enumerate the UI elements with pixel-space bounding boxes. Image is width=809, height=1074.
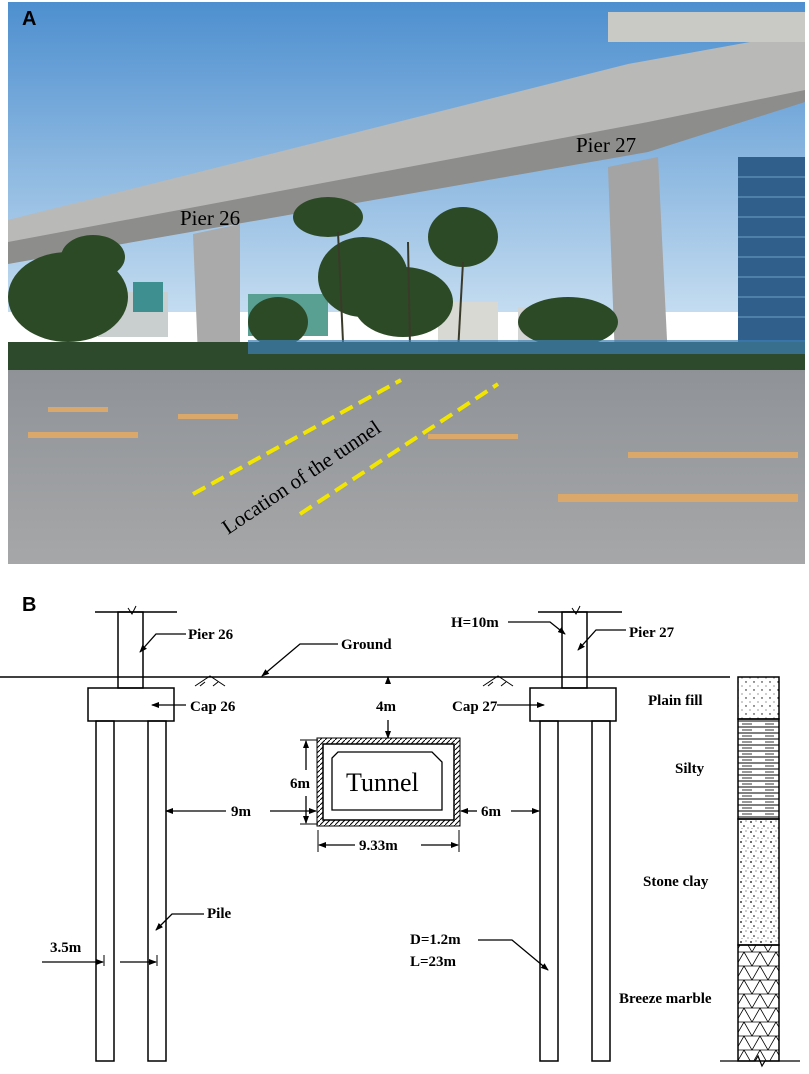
soil-silty [737,718,780,820]
tunnel-label: Tunnel [346,768,419,797]
tunnel-height-label: 6m [290,776,311,792]
soil-column [720,676,800,1068]
road [8,370,805,564]
panel-b-label: B [22,594,37,616]
pier-27-column [608,157,668,360]
right-distance-label: 6m [481,804,502,820]
pier-26-label: Pier 26 [188,627,234,643]
tunnel-width-label: 9.33m [359,838,398,854]
pile-spacing-label: 3.5m [50,940,82,956]
pile-length-label: L=23m [410,954,457,970]
bridge-photo: Location of the tunnel Pier 26 Pier 27 [8,2,805,564]
pile-label: Pile [207,906,231,922]
pile-diameter-label: D=1.2m [410,932,461,948]
photo-illustration: Location of the tunnel Pier 26 Pier 27 [8,2,805,564]
bg-building [133,282,163,312]
cap-26-label: Cap 26 [190,699,236,715]
panel-a-label: A [22,8,37,30]
fence [248,340,805,354]
bridge-barrier [608,12,805,42]
soil-label-silty: Silty [675,761,705,777]
pile-left-27 [539,720,559,1062]
bridge-deck-shadow [8,90,805,264]
cap-27-label: Cap 27 [452,699,498,715]
pile-left-26 [95,720,115,1062]
tunnel-marker-line [192,378,402,496]
pier-27-label: Pier 27 [576,133,636,157]
soil-label-plain-fill: Plain fill [648,693,703,709]
h-label: H=10m [451,615,499,631]
bg-building [738,157,805,342]
soil-label-breeze-marble: Breeze marble [619,991,712,1007]
pier-26-label: Pier 26 [180,206,240,230]
pier-27-label: Pier 27 [629,625,675,641]
pile-right-27 [591,720,611,1062]
tunnel-outer [322,743,455,821]
soil-breeze-marble [737,944,780,1062]
cross-section-diagram: Pier 26 Ground H=10m Pier 27 Cap 26 4m C… [0,590,809,1069]
tunnel-marker-line [298,382,500,516]
soil-plain-fill [737,676,780,720]
depth-label: 4m [376,699,397,715]
left-distance-label: 9m [231,804,252,820]
ground-label: Ground [341,637,392,653]
soil-stone-clay [737,818,780,946]
bridge-deck [8,32,805,260]
soil-label-stone-clay: Stone clay [643,874,709,890]
pile-right-26 [147,720,167,1062]
tunnel-inner [331,751,443,811]
cross-section-svg: Pier 26 Ground H=10m Pier 27 Cap 26 4m C… [0,605,800,1068]
pier-26-column [193,224,240,357]
